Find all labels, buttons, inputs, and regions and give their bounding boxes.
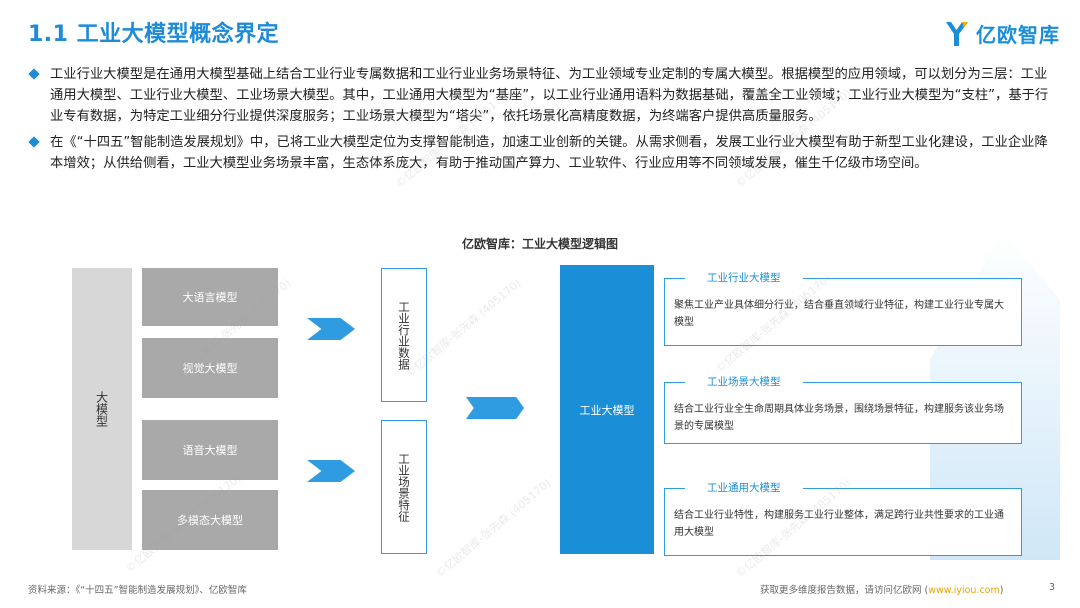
input-box-industry-data: 工业行业数据 bbox=[381, 268, 427, 402]
more-info-note: 获取更多维度报告数据，请访问亿欧网 (www.iyiou.com) bbox=[760, 582, 1003, 596]
more-info-suffix: ) bbox=[999, 585, 1004, 596]
layer-box-industry: 工业行业大模型 聚焦工业产业具体细分行业，结合垂直领域行业特征，构建工业行业专属… bbox=[664, 271, 1022, 346]
watermark: ©亿欧智库-张先森 (405170) bbox=[433, 476, 554, 581]
layer-box-general: 工业通用大模型 结合工业行业特性，构建服务工业行业整体，满足跨行业共性要求的工业… bbox=[664, 481, 1022, 556]
model-type-label: 多模态大模型 bbox=[177, 514, 243, 527]
bullet-text: 在《“十四五”智能制造发展规划》中，已将工业大模型定位为支撑智能制造，加速工业创… bbox=[50, 135, 1048, 171]
model-type-label: 大语言模型 bbox=[182, 291, 238, 304]
big-model-column: 大模型 bbox=[72, 268, 132, 550]
bullet-text: 工业行业大模型是在通用大模型基础上结合工业行业专属数据和工业行业业务场景特征、为… bbox=[50, 67, 1049, 124]
layer-text: 结合工业行业特性，构建服务工业行业整体，满足跨行业共性要求的工业通用大模型 bbox=[674, 510, 1004, 538]
core-label: 工业大模型 bbox=[579, 403, 635, 417]
input-label: 工业行业数据 bbox=[397, 300, 411, 370]
brand-logo: 亿欧智库 bbox=[944, 16, 1060, 50]
layer-title: 工业场景大模型 bbox=[685, 375, 803, 389]
bullet-item: 在《“十四五”智能制造发展规划》中，已将工业大模型定位为支撑智能制造，加速工业创… bbox=[28, 132, 1058, 174]
diamond-bullet-icon bbox=[28, 68, 40, 80]
input-box-scene-features: 工业场景特征 bbox=[381, 420, 427, 554]
page-number: 3 bbox=[1049, 582, 1056, 593]
layer-title: 工业通用大模型 bbox=[685, 481, 803, 495]
more-info-prefix: 获取更多维度报告数据，请访问亿欧网 ( bbox=[760, 585, 929, 596]
layer-text: 结合工业行业全生命周期具体业务场景，围绕场景特征，构建服务该业务场景的专属模型 bbox=[674, 404, 1004, 432]
diamond-bullet-icon bbox=[28, 136, 40, 148]
core-industrial-model: 工业大模型 bbox=[560, 265, 654, 554]
model-type-box: 视觉大模型 bbox=[142, 338, 278, 398]
model-type-label: 语音大模型 bbox=[182, 444, 238, 457]
layer-title: 工业行业大模型 bbox=[685, 271, 803, 285]
logo-text: 亿欧智库 bbox=[976, 22, 1060, 47]
chevron-right-icon bbox=[307, 318, 355, 340]
model-type-box: 大语言模型 bbox=[142, 268, 278, 326]
input-label: 工业场景特征 bbox=[397, 452, 411, 522]
triple-chevron-icon bbox=[466, 397, 524, 419]
layer-text: 聚焦工业产业具体细分行业，结合垂直领域行业特征，构建工业行业专属大模型 bbox=[674, 300, 1004, 328]
diagram-title: 亿欧智库：工业大模型逻辑图 bbox=[461, 237, 618, 251]
chevron-right-icon bbox=[307, 460, 355, 482]
layer-box-scene: 工业场景大模型 结合工业行业全生命周期具体业务场景，围绕场景特征，构建服务该业务… bbox=[664, 375, 1022, 444]
bullet-item: 工业行业大模型是在通用大模型基础上结合工业行业专属数据和工业行业业务场景特征、为… bbox=[28, 64, 1058, 127]
website-link[interactable]: www.iyiou.com bbox=[928, 585, 1000, 596]
logo-mark-icon bbox=[944, 18, 970, 48]
big-model-label: 大模型 bbox=[94, 391, 109, 427]
model-type-label: 视觉大模型 bbox=[182, 362, 238, 375]
source-note: 资料来源：《“十四五”智能制造发展规划》、亿欧智库 bbox=[28, 585, 247, 596]
bullet-list: 工业行业大模型是在通用大模型基础上结合工业行业专属数据和工业行业业务场景特征、为… bbox=[28, 64, 1058, 179]
model-type-box: 多模态大模型 bbox=[142, 490, 278, 550]
model-type-box: 语音大模型 bbox=[142, 420, 278, 480]
page-title: 1.1 工业大模型概念界定 bbox=[28, 22, 280, 47]
